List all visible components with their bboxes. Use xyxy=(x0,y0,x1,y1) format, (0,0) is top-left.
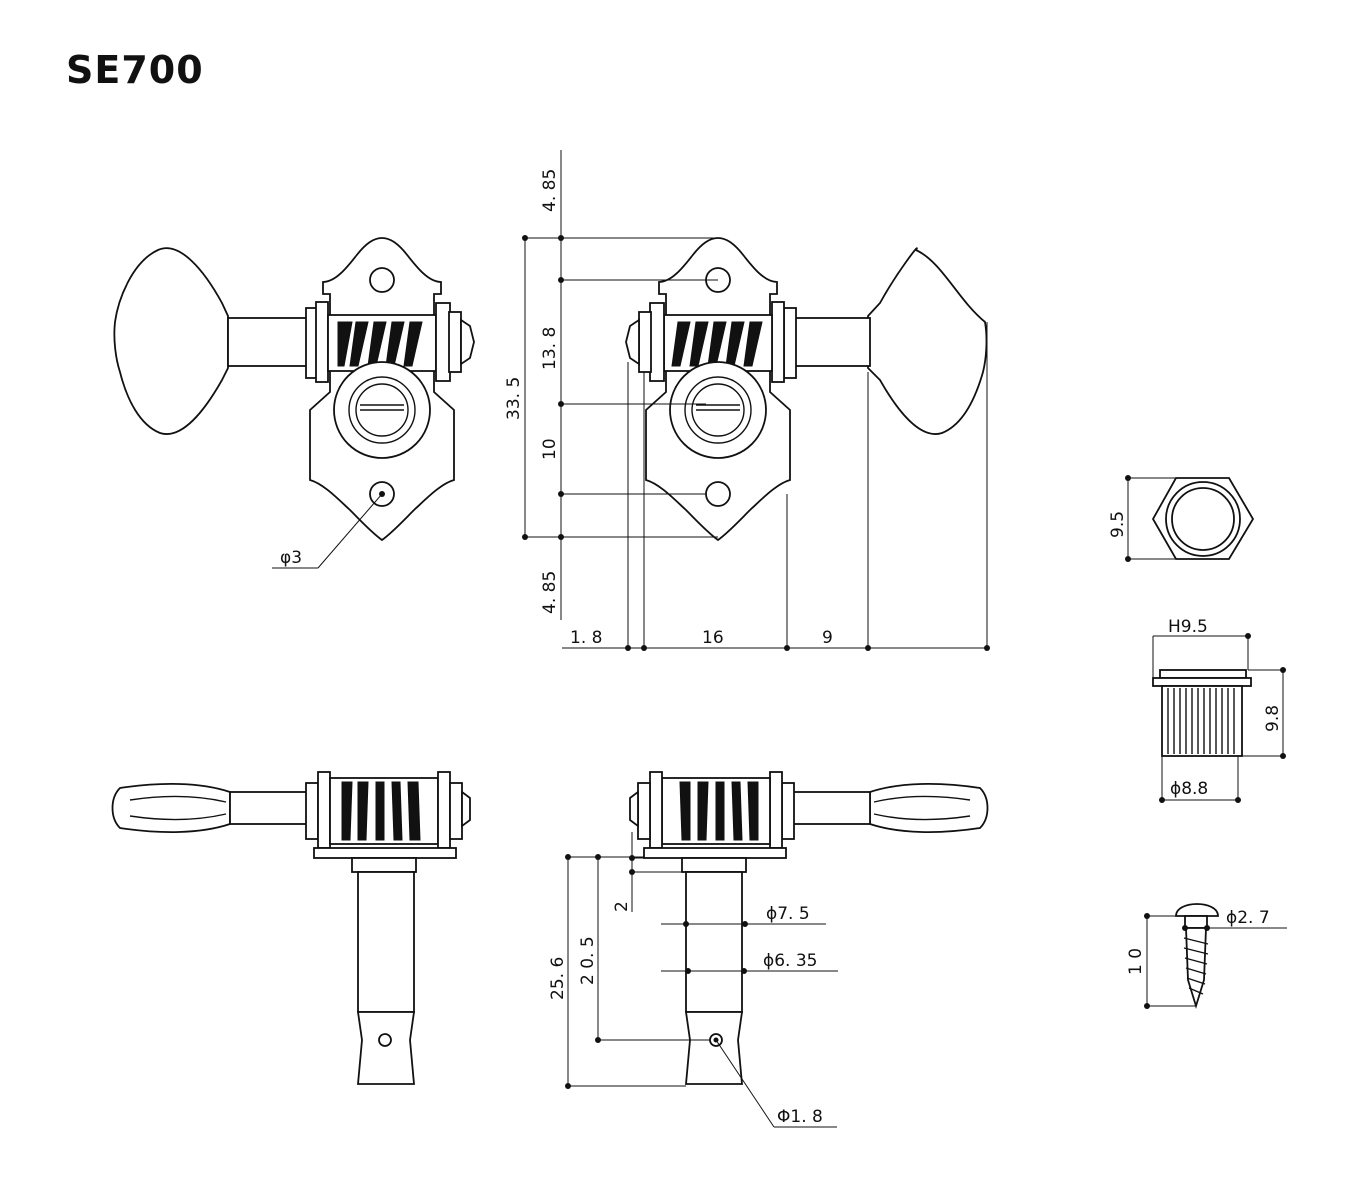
post-hole-label: Φ1. 8 xyxy=(777,1107,823,1127)
dim-top-label: 4. 85 xyxy=(540,169,560,212)
tuner-front-left: φ3 xyxy=(113,237,475,569)
nut-width-label: 9.5 xyxy=(1108,511,1128,538)
bushing-9-8-label: 9.8 xyxy=(1263,705,1283,732)
dim-10-label: 10 xyxy=(540,438,560,460)
dim-bottom-label: 4. 85 xyxy=(540,571,560,614)
dim-33-5-label: 33. 5 xyxy=(504,377,524,420)
post-6-35-label: ϕ6. 35 xyxy=(763,951,817,971)
dim-1-8-label: 1. 8 xyxy=(570,628,602,648)
screw-diameter-label: ϕ2. 7 xyxy=(1226,908,1270,928)
bushing-diameter-label: ϕ8.8 xyxy=(1170,779,1208,799)
dim-13-8-label: 13. 8 xyxy=(540,327,560,370)
bushing: H9.5 9.8 ϕ8.8 xyxy=(1152,617,1286,803)
hex-nut: 9.5 xyxy=(1108,475,1255,562)
hole-diameter-label: φ3 xyxy=(280,548,302,568)
dim-16-label: 16 xyxy=(702,628,724,648)
post-2-label: 2 xyxy=(612,901,632,912)
post-25-6-label: 25. 6 xyxy=(548,957,568,1000)
tuner-side-left xyxy=(111,771,471,1085)
post-20-5-label: 2 0. 5 xyxy=(578,936,598,985)
page-title: SE700 xyxy=(66,48,204,92)
post-7-5-label: ϕ7. 5 xyxy=(766,904,810,924)
bushing-height-label: H9.5 xyxy=(1168,617,1208,637)
dimensions-center: 4. 85 13. 8 33. 5 10 4. 85 1. 8 16 9 xyxy=(504,150,990,651)
screw-length-label: 1 0 xyxy=(1126,948,1146,975)
screw: 1 0 ϕ2. 7 xyxy=(1126,903,1287,1010)
tuner-front-center xyxy=(625,237,988,542)
dim-9-label: 9 xyxy=(822,628,833,648)
dimensions-post: 2 ϕ7. 5 ϕ6. 35 25. 6 2 0. 5 Φ1. 8 xyxy=(548,832,838,1128)
tuner-side-center xyxy=(629,771,989,1085)
